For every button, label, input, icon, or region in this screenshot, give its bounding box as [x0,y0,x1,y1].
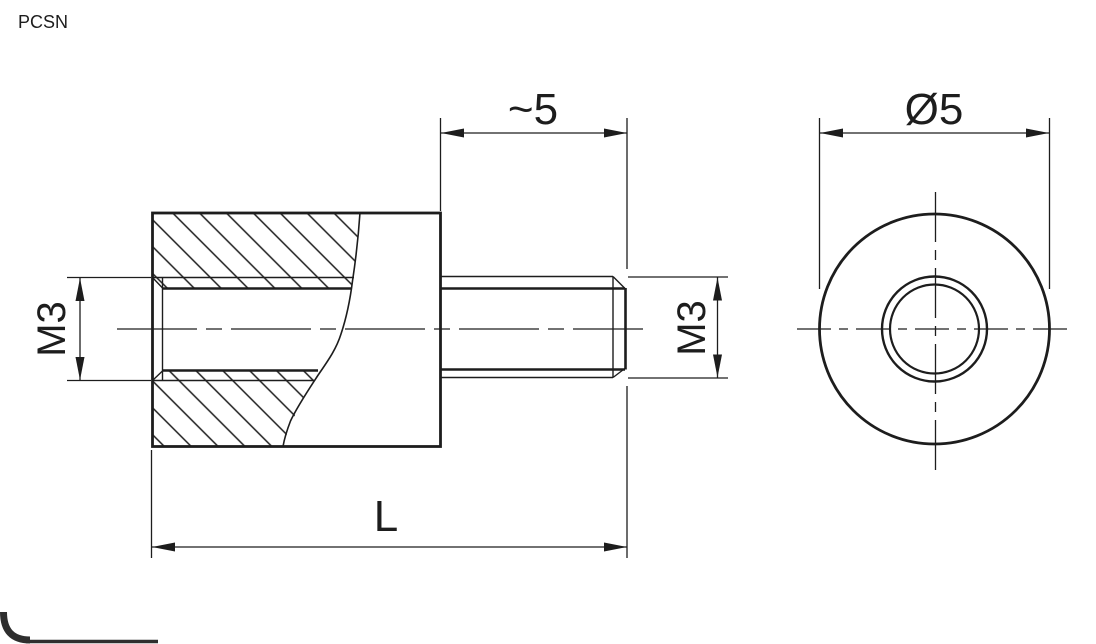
page-corner-decoration [0,611,158,644]
body-outline [151,211,442,448]
arrowhead-bottom [75,357,85,380]
stud-chamfer-top [612,276,626,290]
corner-arc [0,611,31,644]
arrowhead-right [604,128,627,138]
arrowhead-left [152,542,175,552]
section-hatch-bottom [152,370,318,447]
arrowhead-bottom [713,354,722,378]
dimension-overall-length: L [150,386,628,558]
arrowhead-left [441,128,464,138]
dimension-stud-length: ~5 [439,85,628,269]
dimension-internal-thread: M3 [30,276,151,382]
arrowhead-right [604,542,627,552]
break-line [282,212,361,447]
stud-chamfer-bottom [612,367,626,379]
dimension-value-stud-length: ~5 [508,85,558,134]
dimension-external-thread: M3 [628,276,728,379]
dimension-value-body-diameter: Ø5 [905,85,964,134]
arrowhead-top [713,277,722,301]
section-hatch-top [152,213,360,289]
arrowhead-left [820,128,843,138]
arrowhead-top [75,278,85,301]
side-view [117,211,643,448]
entry-chamfer-bottom [152,369,164,382]
arrowhead-right [1026,128,1049,138]
part-number-label: PCSN [18,12,68,32]
dimension-body-diameter: Ø5 [818,85,1051,289]
dimension-value-overall-length: L [374,492,398,541]
dimension-value-external-thread: M3 [670,300,714,356]
end-view [797,192,1067,470]
dimension-value-internal-thread: M3 [30,301,74,357]
entry-chamfer-top [151,277,164,289]
